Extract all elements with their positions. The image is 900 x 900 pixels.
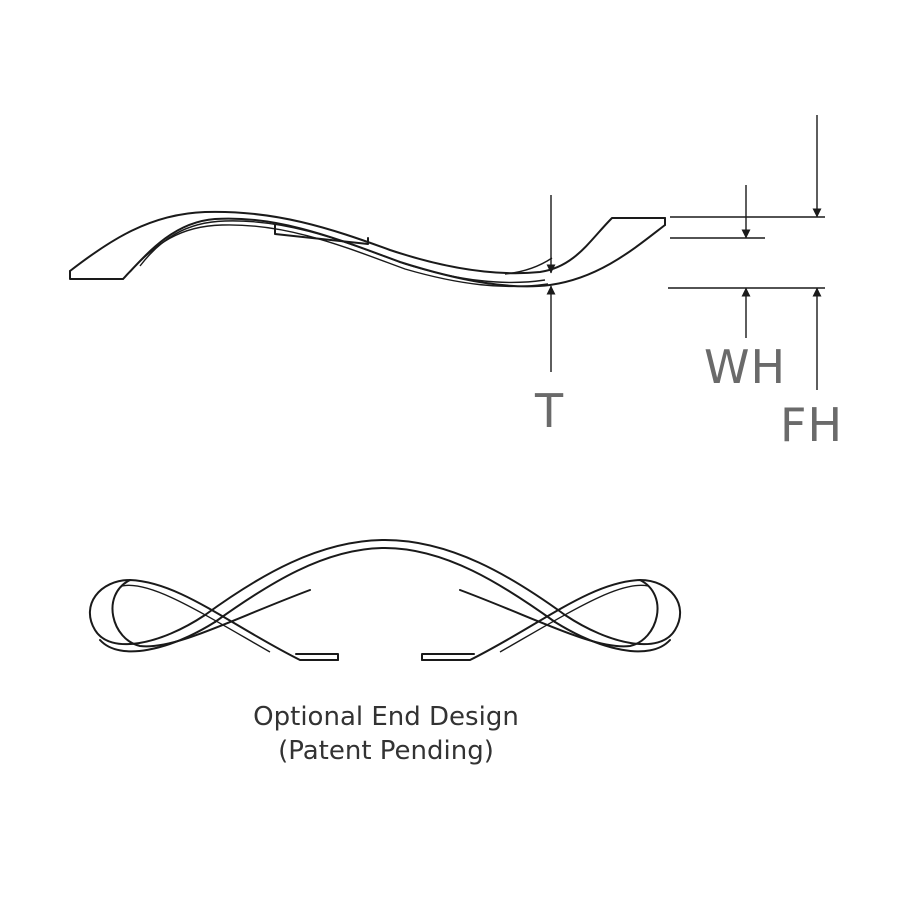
optional-end-design <box>89 539 681 661</box>
wave-spring-profile <box>69 210 666 288</box>
caption-line-2: (Patent Pending) <box>278 736 494 766</box>
free-height-dimension <box>668 115 825 390</box>
working-height-dimension <box>670 185 765 338</box>
working-height-label: WH <box>704 340 787 394</box>
free-height-label: FH <box>780 398 844 452</box>
end-design-caption: Optional End Design (Patent Pending) <box>0 700 772 768</box>
caption-line-1: Optional End Design <box>253 702 519 732</box>
thickness-label: T <box>535 384 565 438</box>
